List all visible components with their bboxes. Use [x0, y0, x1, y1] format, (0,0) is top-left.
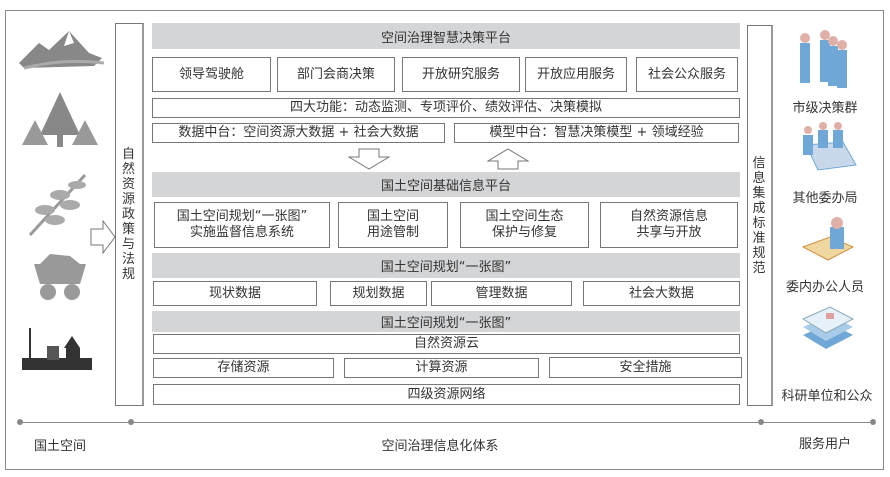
base-platform-title: 国土空间基础信息平台: [152, 172, 740, 197]
timeline-dot: [128, 419, 134, 425]
wheat-icon: [28, 173, 87, 237]
model-platform-box: 模型中台：智慧决策模型 + 领域经验: [454, 123, 739, 143]
mountain-icon: [19, 31, 104, 70]
service-box: 领导驾驶舱: [152, 57, 271, 92]
outer-frame: [5, 10, 884, 470]
city-skyline-icon: [22, 328, 92, 370]
documents-icon: [801, 306, 855, 349]
standard-label: 信息集成标准规范: [752, 155, 766, 276]
system-line: 自然资源信息: [629, 209, 708, 224]
system-line: 国土空间规划“一张图”: [176, 209, 308, 224]
system-box: 国土空间生态保护与修复: [460, 202, 589, 248]
system-line: 用途管制: [366, 225, 419, 240]
timeline-dot: [870, 419, 876, 425]
timeline-axis: [20, 422, 873, 423]
land-space-label: 国土空间: [33, 439, 86, 454]
decision-group-icon: [800, 30, 847, 88]
functions-box: 四大功能：动态监测、专项评价、绩效评估、决策模拟: [152, 98, 740, 118]
service-box: 开放研究服务: [402, 57, 520, 92]
system-line: 国土空间生态: [485, 209, 564, 224]
office-worker-icon: [801, 217, 855, 261]
service-box: 社会公众服务: [636, 57, 738, 92]
cloud-box: 自然资源云: [153, 334, 740, 354]
arrow-right-icon: [90, 220, 116, 254]
forest-icon: [22, 92, 98, 147]
data-platform-box: 数据中台：空间资源大数据 + 社会大数据: [152, 123, 445, 143]
policy-column: 自然资源政策与法规: [115, 23, 144, 406]
user-label: 科研单位和公众: [781, 389, 873, 404]
one-map-title-2: 国土空间规划“一张图”: [152, 311, 740, 332]
standard-column: 信息集成标准规范: [747, 25, 773, 406]
system-line: 国土空间: [366, 209, 419, 224]
meeting-icon: [803, 122, 857, 171]
network-box: 四级资源网络: [153, 384, 740, 405]
service-box: 部门会商决策: [277, 57, 395, 92]
resource-box: 计算资源: [344, 358, 539, 378]
user-label: 委内办公人员: [785, 280, 864, 295]
data-type-box: 现状数据: [153, 281, 317, 306]
system-box: 国土空间规划“一张图”实施监督信息系统: [154, 202, 330, 248]
mine-cart-icon: [34, 254, 86, 300]
system-line: 保护与修复: [491, 225, 557, 240]
data-type-box: 规划数据: [330, 281, 427, 306]
resource-box: 安全措施: [549, 357, 742, 378]
decision-platform-title: 空间治理智慧决策平台: [152, 23, 740, 49]
service-box: 开放应用服务: [525, 57, 627, 92]
arrow-down-icon: [348, 148, 390, 170]
data-type-box: 管理数据: [431, 281, 572, 306]
resource-box: 存储资源: [153, 358, 334, 378]
service-users-label: 服务用户: [798, 437, 851, 452]
governance-system-label: 空间治理信息化体系: [381, 439, 499, 454]
one-map-title: 国土空间规划“一张图”: [152, 253, 740, 278]
data-type-box: 社会大数据: [583, 281, 740, 306]
user-label: 其他委办局: [792, 191, 858, 206]
user-label: 市级决策群: [792, 101, 858, 116]
arrow-up-icon: [487, 148, 529, 170]
system-line: 实施监督信息系统: [189, 225, 294, 240]
system-box: 国土空间用途管制: [338, 202, 448, 248]
system-line: 共享与开放: [636, 225, 702, 240]
timeline-dot: [17, 419, 23, 425]
system-box: 自然资源信息共享与开放: [600, 202, 738, 248]
policy-label: 自然资源政策与法规: [122, 147, 136, 282]
timeline-dot: [758, 419, 764, 425]
